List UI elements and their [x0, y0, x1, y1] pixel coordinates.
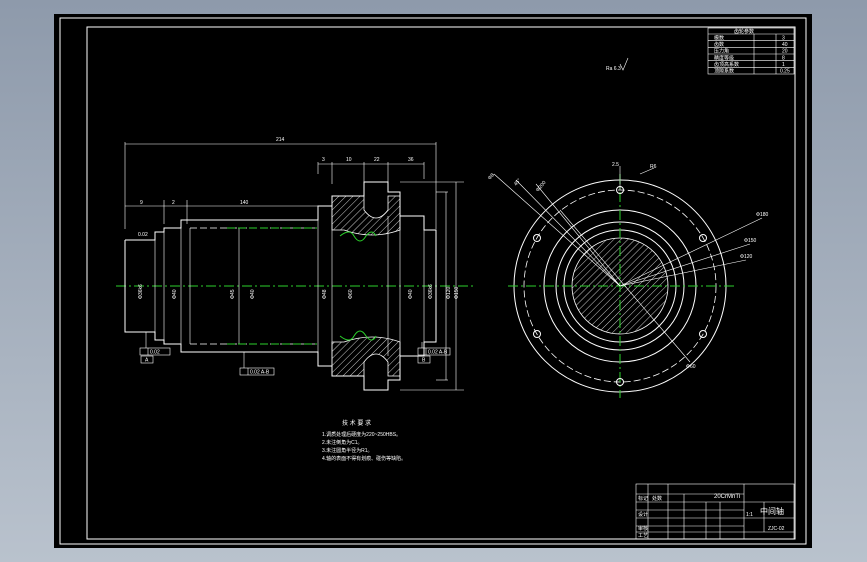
dim-dia: Φ120	[446, 286, 452, 299]
scale-value: 1:1	[746, 512, 753, 518]
inner-frame	[86, 26, 796, 540]
bolt-hole	[533, 330, 541, 338]
dim-overall-length: 214	[276, 137, 285, 143]
svg-text:B: B	[422, 358, 426, 364]
tolerance-frame: 0.02 A	[139, 332, 171, 364]
dim-side: Φ180	[756, 212, 769, 218]
title-row-label: 标记	[638, 495, 648, 502]
roughness-symbol	[619, 57, 629, 71]
dim-dia: Φ36k6	[428, 284, 434, 299]
param-label: 顶隙系数	[714, 68, 734, 75]
svg-text:A: A	[145, 358, 149, 364]
dim-left-end: 9	[140, 200, 143, 206]
param-label: 齿数	[714, 41, 724, 48]
dim-dia: Φ36k6	[138, 284, 144, 299]
dim-dia: Φ45	[230, 289, 236, 299]
param-label: 精度等级	[714, 54, 734, 61]
dim-shoulder: 3	[322, 157, 325, 163]
title-block: 20CrMnTi 中间轴 1:1 ZJC-02 标记 处数 设计 审核 工艺	[635, 483, 795, 540]
svg-text:0.02 A-B: 0.02 A-B	[250, 370, 270, 376]
param-value: 20	[782, 49, 788, 55]
dim-angle: Φ200	[535, 180, 548, 193]
dim-angle: 2.5	[612, 162, 619, 168]
part-name: 中间轴	[760, 506, 784, 516]
param-value: 0.25	[780, 69, 790, 75]
dim-dia: Φ40	[250, 289, 256, 299]
title-row-label: 审核	[638, 525, 648, 532]
drawing-canvas: 齿轮参数 模数 3 齿数 40 压力角 20 精度等级 8 齿顶高系数 1 顶隙…	[59, 17, 807, 545]
tolerance-frame: 0.02 A-B B	[417, 342, 451, 364]
param-label: 压力角	[714, 48, 729, 55]
dim-main-length: 140	[240, 200, 249, 206]
material-label: 20CrMnTi	[714, 494, 740, 500]
svg-text:0.02: 0.02	[150, 350, 160, 356]
bolt-hole	[699, 330, 707, 338]
dim-angle: Φ8	[487, 172, 496, 181]
dim-dia: Φ40	[408, 289, 414, 299]
dim-side: Φ120	[740, 254, 753, 260]
title-row-label: 处数	[652, 495, 662, 502]
svg-text:0.02 A-B: 0.02 A-B	[428, 350, 448, 356]
dim-angle: R6	[650, 164, 657, 170]
gear-table-title: 齿轮参数	[734, 28, 754, 35]
tech-requirements: 技 术 要 求 1.调质处理后硬度为220~250HBS。 2.未注倒角为C1。…	[322, 419, 406, 462]
param-label: 模数	[714, 35, 724, 42]
tolerance-frame: 0.02 A-B	[239, 352, 275, 376]
param-value: 1	[782, 62, 785, 68]
bolt-hole	[699, 234, 707, 242]
dim-dia: Φ40	[172, 289, 178, 299]
tech-line: 1.调质处理后硬度为220~250HBS。	[322, 431, 401, 438]
gear-section-bottom	[331, 336, 401, 377]
title-row-label: 工艺	[638, 533, 648, 539]
gear-param-table: 齿轮参数 模数 3 齿数 40 压力角 20 精度等级 8 齿顶高系数 1 顶隙…	[707, 27, 795, 75]
dim-gear-width: 22	[374, 157, 380, 163]
dim-side: Φ150	[744, 238, 757, 244]
tech-line: 3.未注圆角半径为R1。	[322, 447, 373, 454]
param-label: 齿顶高系数	[714, 61, 739, 68]
tolerance-note: 0.02	[138, 232, 148, 238]
dim-dia: Φ150	[454, 286, 460, 299]
title-row-label: 设计	[638, 511, 648, 518]
dim-dia: Φ48	[322, 289, 328, 299]
gear-section-top	[331, 195, 401, 236]
dim-side: Φ60	[686, 364, 696, 370]
shaft-front-view: 214 3 10 22 36 9 2 140	[116, 137, 474, 391]
param-value: 40	[782, 42, 788, 48]
param-value: 8	[782, 55, 785, 61]
param-value: 3	[782, 36, 785, 42]
tech-line: 2.未注倒角为C1。	[322, 439, 363, 446]
drawing-number: ZJC-02	[768, 526, 785, 532]
drawing-sheet: 齿轮参数 模数 3 齿数 40 压力角 20 精度等级 8 齿顶高系数 1 顶隙…	[54, 14, 812, 548]
tech-title: 技 术 要 求	[342, 419, 371, 427]
roughness-note: Ra 6.3	[606, 66, 621, 72]
outer-frame	[59, 17, 807, 545]
dim-angle: 45°	[513, 178, 522, 188]
dim-right-step: 36	[408, 157, 414, 163]
gear-side-view: Φ8 45° Φ200 2.5 R6 Φ180 Φ150 Φ120 Φ60	[487, 162, 769, 398]
dim-gear-left: 10	[346, 157, 352, 163]
bolt-hole	[616, 378, 624, 386]
dim-groove: 2	[172, 200, 175, 206]
dim-dia: Φ60	[348, 289, 354, 299]
bolt-hole	[533, 234, 541, 242]
tech-line: 4.轴的表面不得有划痕、碰伤等缺陷。	[322, 455, 406, 462]
